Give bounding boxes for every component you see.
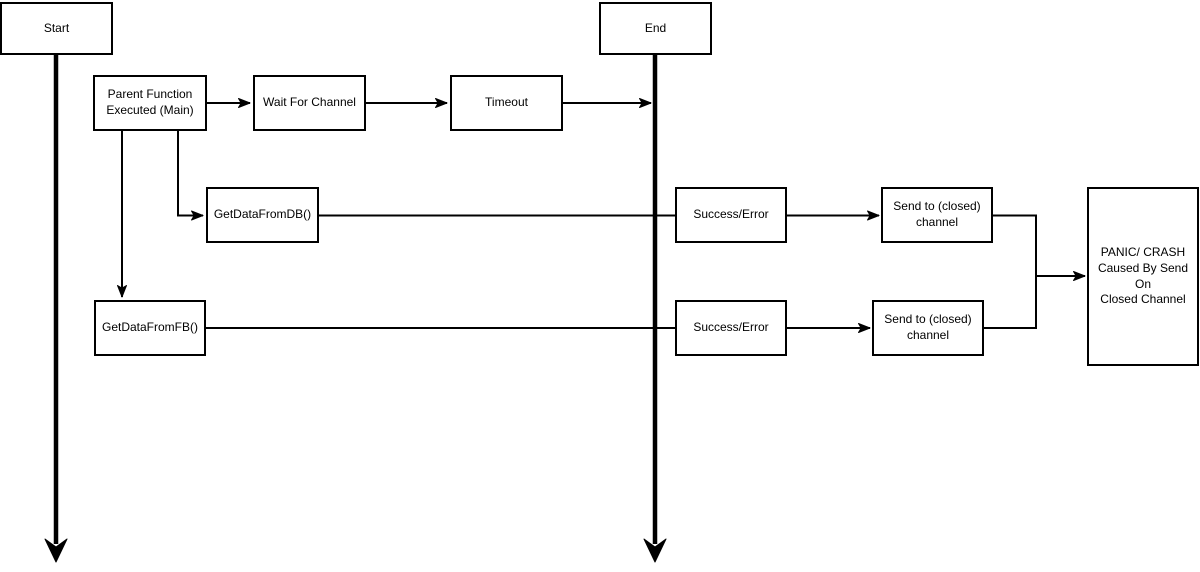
node-send-closed-db: Send to (closed) channel <box>881 187 993 243</box>
node-getdatafromdb: GetDataFromDB() <box>206 187 319 243</box>
node-send-closed-db-label: Send to (closed) channel <box>893 199 981 229</box>
node-end: End <box>599 2 712 55</box>
node-timeout-label: Timeout <box>485 95 528 110</box>
end-lifeline-arrowhead-icon <box>643 538 667 563</box>
connector-parent-to-getdatafromdb <box>177 130 204 221</box>
node-send-closed-fb-label: Send to (closed) channel <box>884 312 972 342</box>
connector-send-db-to-merge <box>992 214 1037 276</box>
node-panic-crash: PANIC/ CRASH Caused By Send On Closed Ch… <box>1087 187 1199 366</box>
node-parent-function: Parent Function Executed (Main) <box>93 75 207 131</box>
node-success-error-fb: Success/Error <box>675 300 787 356</box>
node-send-closed-fb: Send to (closed) channel <box>872 300 984 356</box>
node-getdatafromfb-label: GetDataFromFB() <box>101 320 198 335</box>
node-success-error-fb-label: Success/Error <box>693 320 769 335</box>
node-wait-for-channel: Wait For Channel <box>253 75 366 131</box>
node-start: Start <box>0 2 113 55</box>
node-panic-crash-label: PANIC/ CRASH Caused By Send On Closed Ch… <box>1097 245 1189 307</box>
node-getdatafromfb: GetDataFromFB() <box>94 300 206 356</box>
node-wait-for-channel-label: Wait For Channel <box>263 95 356 110</box>
node-start-label: Start <box>43 20 70 35</box>
node-end-label: End <box>644 20 667 35</box>
node-success-error-db: Success/Error <box>675 187 787 243</box>
node-getdatafromdb-label: GetDataFromDB() <box>213 207 312 222</box>
start-lifeline-arrowhead-icon <box>44 538 68 563</box>
node-parent-function-label: Parent Function Executed (Main) <box>106 87 194 117</box>
connector-send-fb-to-merge <box>983 276 1037 329</box>
node-success-error-db-label: Success/Error <box>693 207 769 222</box>
node-timeout: Timeout <box>450 75 563 131</box>
